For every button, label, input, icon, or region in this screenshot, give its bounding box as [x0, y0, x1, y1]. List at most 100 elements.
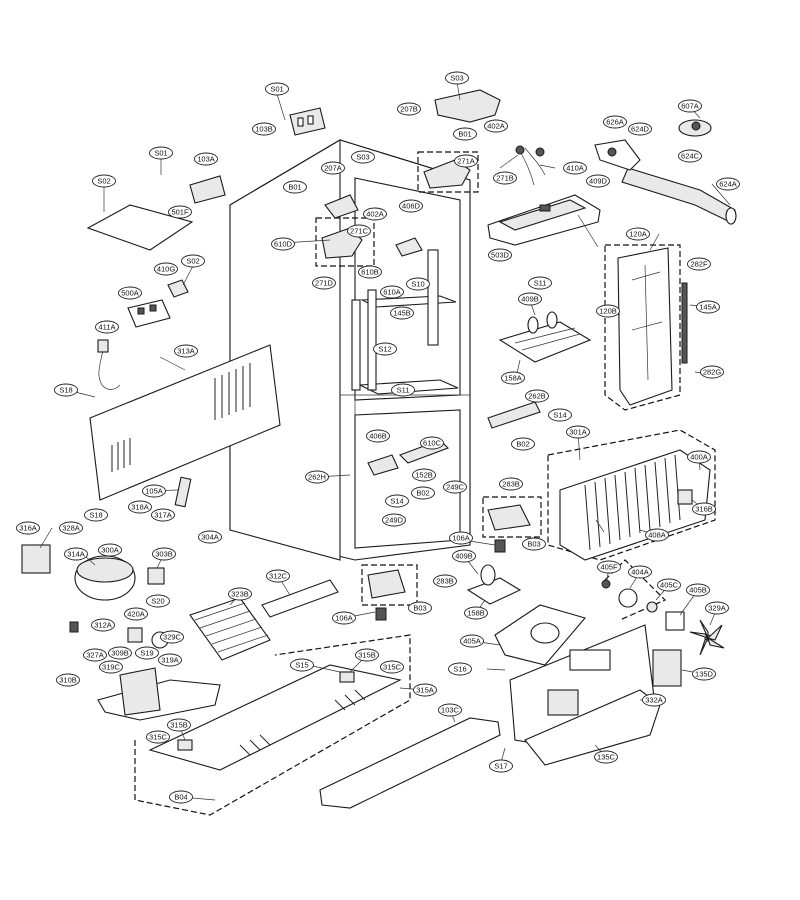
- callout-text: 316A: [19, 524, 37, 533]
- callout-p402Ab: 402A: [363, 207, 387, 221]
- callout-p607A: 607A: [678, 99, 702, 113]
- callout-oval: [118, 286, 142, 300]
- pad-316a: [21, 544, 51, 574]
- side-panel-313a: [89, 344, 281, 501]
- callout-p332A: 332A: [642, 693, 666, 707]
- callout-p103A: 103A: [194, 152, 218, 166]
- callout-s14b: S14: [385, 494, 409, 508]
- callout-text: 503D: [491, 251, 510, 260]
- callout-oval: [149, 146, 173, 160]
- switch-410g: [167, 279, 189, 298]
- callout-s14a: S14: [548, 408, 572, 422]
- callout-oval: [332, 611, 356, 625]
- callout-text: 500A: [121, 289, 139, 298]
- callout-text: 282G: [703, 368, 722, 377]
- callout-oval: [408, 601, 432, 615]
- callout-oval: [168, 205, 192, 219]
- callout-text: 315B: [170, 721, 188, 730]
- callout-p271B: 271B: [493, 171, 517, 185]
- callout-oval: [700, 365, 724, 379]
- callout-s20: S20: [146, 594, 170, 608]
- fan-blade-329a: [689, 619, 725, 656]
- callout-oval: [501, 371, 525, 385]
- callout-text: 405F: [600, 563, 618, 572]
- callout-text: 262B: [528, 392, 546, 401]
- relay-303b: [147, 567, 165, 585]
- callout-oval: [271, 237, 295, 251]
- callout-text: 410G: [157, 265, 176, 274]
- lower-parts: [148, 401, 725, 809]
- hinge-bracket-207a: [324, 194, 359, 219]
- callout-p408A: 408A: [645, 528, 669, 542]
- callout-p319A: 319A: [158, 653, 182, 667]
- callout-p303B: 303B: [152, 547, 176, 561]
- callout-oval: [124, 607, 148, 621]
- callout-p624D: 624D: [628, 122, 652, 136]
- callout-b03b: B03: [408, 601, 432, 615]
- callout-text: 624A: [719, 180, 737, 189]
- callout-oval: [16, 521, 40, 535]
- callout-text: 409D: [589, 177, 608, 186]
- callout-oval: [312, 276, 336, 290]
- callout-oval: [626, 227, 650, 241]
- callout-text: 271D: [315, 279, 334, 288]
- callout-oval: [489, 759, 513, 773]
- callout-oval: [366, 429, 390, 443]
- callout-text: S18: [59, 386, 72, 395]
- left-side-parts: [21, 339, 339, 721]
- callout-p249C: 249C: [443, 480, 467, 494]
- callout-p626A: 626A: [603, 115, 627, 129]
- condenser-323b: [189, 597, 271, 661]
- callout-p323B: 323B: [228, 587, 252, 601]
- callout-text: 404A: [631, 568, 649, 577]
- callout-p410G: 410G: [154, 262, 178, 276]
- callout-text: 315B: [358, 651, 376, 660]
- top-parts: [86, 89, 737, 328]
- callout-oval: [692, 667, 716, 681]
- power-cord-411a: [98, 349, 121, 390]
- callout-p304A: 304A: [198, 530, 222, 544]
- callout-oval: [406, 277, 430, 291]
- callout-text: 145A: [699, 303, 717, 312]
- callout-oval: [525, 389, 549, 403]
- callout-text: 315C: [149, 733, 168, 742]
- callout-text: S02: [186, 257, 199, 266]
- callout-p158Aa: 158A: [501, 371, 525, 385]
- callout-oval: [194, 152, 218, 166]
- callout-p406B: 406B: [366, 429, 390, 443]
- callout-p301A: 301A: [566, 425, 590, 439]
- callout-text: 400A: [690, 453, 708, 462]
- callout-text: 310B: [59, 676, 77, 685]
- callout-oval: [687, 450, 711, 464]
- callout-p106Aa: 106A: [449, 531, 473, 545]
- callout-oval: [152, 547, 176, 561]
- callout-p409D: 409D: [586, 174, 610, 188]
- callout-text: 313A: [177, 347, 195, 356]
- callout-p300A: 300A: [98, 543, 122, 557]
- callout-s18a: S18: [54, 383, 78, 397]
- base-box: [134, 634, 411, 816]
- hinge-group-box: [417, 151, 479, 193]
- callout-text: S03: [450, 74, 463, 83]
- callout-oval: [169, 790, 193, 804]
- hinge-406b: [367, 454, 399, 476]
- callout-text: S17: [494, 762, 507, 771]
- callout-oval: [657, 578, 681, 592]
- callout-oval: [452, 549, 476, 563]
- callout-text: 405C: [660, 581, 679, 590]
- callout-p317A: 317A: [151, 508, 175, 522]
- callout-p406D: 406D: [399, 199, 423, 213]
- callout-text: 120B: [599, 307, 617, 316]
- callout-text: 610A: [383, 288, 401, 297]
- callout-oval: [154, 262, 178, 276]
- callout-oval: [108, 646, 132, 660]
- callout-p315C2: 315C: [146, 730, 170, 744]
- callout-oval: [596, 304, 620, 318]
- callout-text: S16: [453, 665, 466, 674]
- callout-text: 406B: [369, 432, 387, 441]
- evaporator-assembly: [498, 247, 711, 561]
- callout-text: 323B: [231, 590, 249, 599]
- callout-s01b: S01: [149, 146, 173, 160]
- callout-text: 624D: [631, 125, 650, 134]
- callout-text: 282F: [690, 260, 708, 269]
